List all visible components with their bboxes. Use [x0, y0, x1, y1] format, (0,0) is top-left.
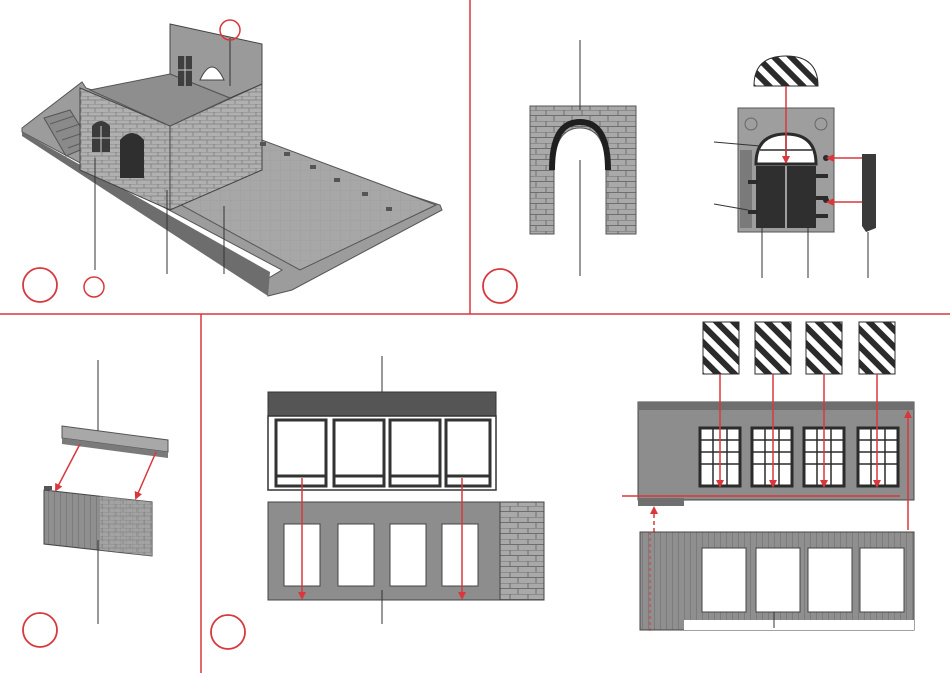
front-door	[120, 140, 144, 178]
step-circle-icon	[211, 615, 245, 649]
door-leaf-left	[756, 166, 785, 228]
step-circle-icon	[84, 277, 104, 297]
arrow-icon	[56, 444, 80, 490]
hinge-strip	[862, 154, 876, 232]
glazing-icon	[755, 322, 791, 374]
panel-bottom-right	[622, 322, 914, 632]
glazing-icon	[754, 56, 818, 86]
stone-arch-wall	[530, 106, 636, 234]
step-circle-icon	[23, 268, 57, 302]
step-circle-icon	[23, 613, 57, 647]
panel-bottom-middle	[211, 356, 544, 649]
step-circle-icon	[483, 269, 517, 303]
panel-top-left	[22, 20, 442, 302]
panel-bottom-left	[23, 360, 168, 647]
arrow-icon	[136, 452, 156, 498]
glazing-icon	[806, 322, 842, 374]
glazing-icon	[859, 322, 895, 374]
door-leaf-right	[787, 166, 816, 228]
glazing-icon	[703, 322, 739, 374]
middle-wall-pillar	[500, 502, 544, 600]
panel-top-right	[483, 40, 876, 303]
window-frame-lintel	[268, 392, 496, 416]
